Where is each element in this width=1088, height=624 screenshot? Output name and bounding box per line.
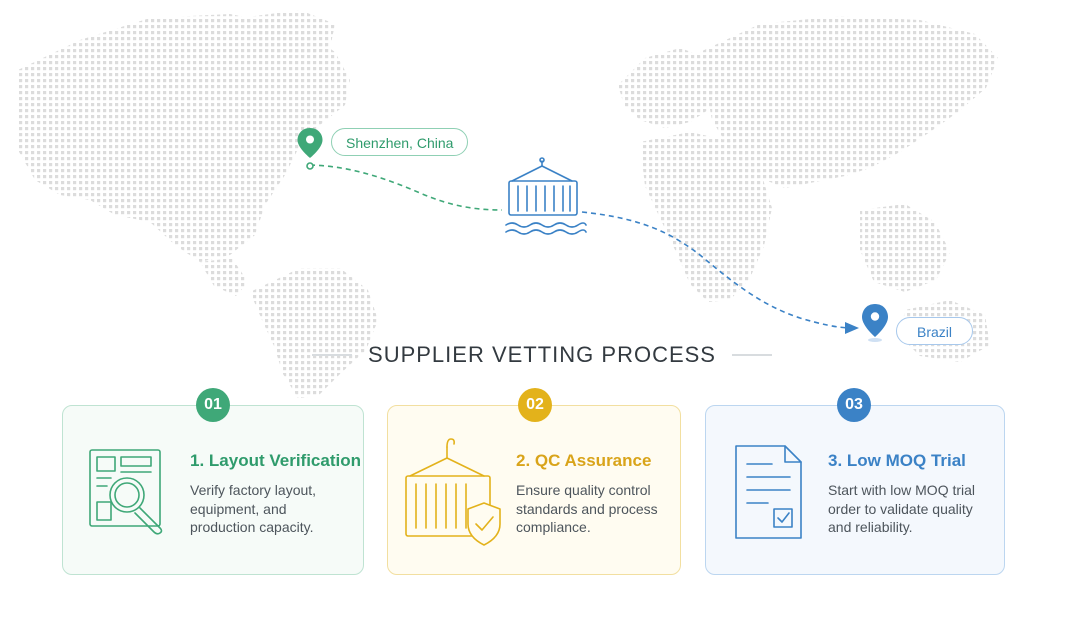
step-card-low-moq-trial: 3. Low MOQ Trial Start with low MOQ tria… xyxy=(705,405,1005,575)
origin-pin-icon xyxy=(297,128,323,170)
step-card-layout-verification: 1. Layout Verification Verify factory la… xyxy=(62,405,364,575)
step-description: Ensure quality control standards and pro… xyxy=(516,482,658,535)
step-title: 2. QC Assurance xyxy=(516,451,652,470)
section-heading: SUPPLIER VETTING PROCESS xyxy=(312,340,772,370)
destination-location-label: Brazil xyxy=(896,317,974,345)
origin-location-label: Shenzhen, China xyxy=(331,128,469,156)
destination-route-line xyxy=(581,211,853,329)
shipping-container-icon xyxy=(505,157,587,235)
step-description: Start with low MOQ trial order to valida… xyxy=(828,482,976,535)
destination-pin-icon xyxy=(862,304,888,342)
section-title: SUPPLIER VETTING PROCESS xyxy=(368,342,716,367)
heading-rule-left xyxy=(312,354,353,356)
container-shield-check-icon xyxy=(405,438,501,546)
heading-rule-right xyxy=(731,354,772,356)
factory-layout-magnifier-icon xyxy=(89,449,163,535)
step-number-badge: 01 xyxy=(196,388,230,422)
route-arrowhead xyxy=(845,322,859,334)
document-checklist-icon xyxy=(735,445,802,539)
step-card-qc-assurance: 2. QC Assurance Ensure quality control s… xyxy=(387,405,681,575)
step-title: 3. Low MOQ Trial xyxy=(828,451,966,470)
step-description: Verify factory layout, equipment, and pr… xyxy=(190,482,317,535)
step-number-badge: 02 xyxy=(518,388,552,422)
step-number-badge: 03 xyxy=(837,388,871,422)
step-title: 1. Layout Verification xyxy=(190,451,361,470)
origin-route-line xyxy=(309,164,503,211)
